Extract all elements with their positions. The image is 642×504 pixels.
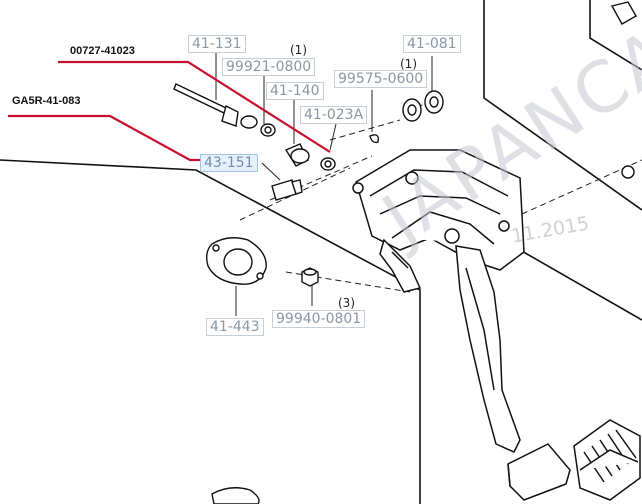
part-label-99940-0801[interactable]: 99940-0801 <box>272 310 366 328</box>
stud-bolt <box>271 179 303 201</box>
part-label-41-443[interactable]: 41-443 <box>206 318 264 336</box>
part-label-41-140[interactable]: 41-140 <box>266 82 324 100</box>
qty-label-41-081: (1) <box>400 57 417 71</box>
callout-00727-41023: 00727-41023 <box>70 45 135 57</box>
qty-label-99940-0801: (3) <box>338 296 355 310</box>
leader-lines <box>215 52 433 316</box>
part-label-43-151[interactable]: 43-151 <box>200 154 258 172</box>
part-label-41-023a[interactable]: 41-023A <box>300 106 368 124</box>
part-label-99921-0800[interactable]: 99921-0800 <box>222 58 316 76</box>
rubber-pedal-pad <box>573 419 641 501</box>
callout-lines <box>8 60 331 162</box>
part-label-41-081[interactable]: 41-081 <box>403 35 461 53</box>
pedal-bracket <box>352 149 525 293</box>
gasket <box>205 237 267 285</box>
clevis-parts <box>284 134 380 171</box>
part-label-41-131[interactable]: 41-131 <box>188 35 246 53</box>
nut <box>301 267 319 287</box>
edge-parts <box>211 1 637 504</box>
long-bolt <box>173 83 276 137</box>
pedal-pad <box>507 443 571 501</box>
pedal-arm <box>455 245 521 453</box>
callout-ga5r-41-083: GA5R-41-083 <box>12 95 81 107</box>
part-label-99575-0600[interactable]: 99575-0600 <box>334 70 428 88</box>
qty-label-41-140: (1) <box>290 43 307 57</box>
spring-bushings <box>402 90 444 122</box>
